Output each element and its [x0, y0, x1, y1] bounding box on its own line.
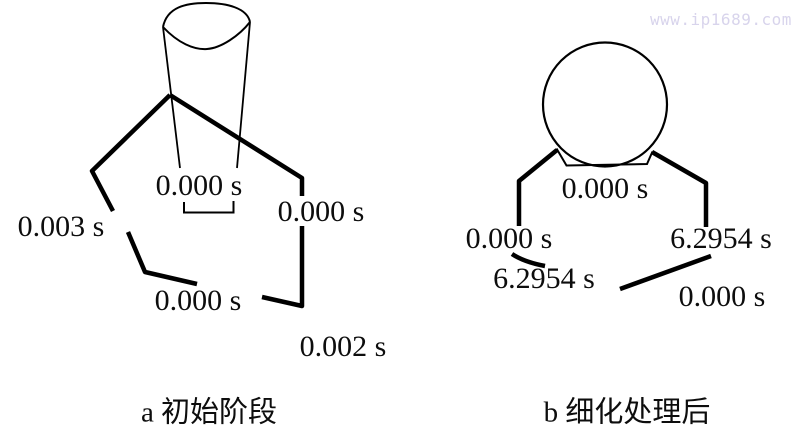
width-bracket — [183, 201, 235, 214]
outline-b — [510, 148, 712, 292]
nozzle-rim-arc — [162, 1, 251, 28]
label-a-left: 0.003 s — [17, 210, 105, 243]
caption-figure-b: b 细化处理后 — [543, 396, 711, 428]
outline-b-left-upper — [516, 148, 559, 226]
nozzle-cone — [162, 1, 251, 169]
outline-a-right-lower — [261, 226, 305, 309]
label-a-bottom: 0.000 s — [154, 284, 242, 317]
outline-a-left-upper — [89, 93, 172, 213]
outline-a-right-upper — [168, 93, 305, 196]
outline-a — [89, 93, 305, 309]
label-a-bottom-right: 0.002 s — [299, 330, 387, 363]
label-a-top: 0.000 s — [155, 169, 243, 202]
outline-b-left-bend — [510, 252, 546, 269]
droplet-base-trapezoid — [555, 147, 654, 167]
label-b-left: 0.000 s — [465, 222, 553, 255]
nozzle-right-side — [236, 21, 251, 169]
droplet-shape — [541, 41, 669, 168]
nozzle-surface-curve — [162, 21, 251, 51]
label-b-bottom-left: 6.2954 s — [493, 262, 595, 295]
label-b-top: 0.000 s — [561, 172, 649, 205]
watermark-text: www.ip1689.com — [650, 10, 792, 29]
label-a-right: 0.000 s — [277, 195, 365, 228]
caption-figure-a: a 初始阶段 — [140, 396, 278, 428]
droplet-circle — [541, 41, 669, 168]
outline-b-right-upper — [650, 150, 709, 227]
label-b-bottom-right: 0.000 s — [678, 280, 766, 313]
outline-b-bottom-diagonal — [619, 253, 712, 292]
outline-a-left-lower — [125, 231, 198, 287]
label-b-right: 6.2954 s — [670, 222, 772, 255]
